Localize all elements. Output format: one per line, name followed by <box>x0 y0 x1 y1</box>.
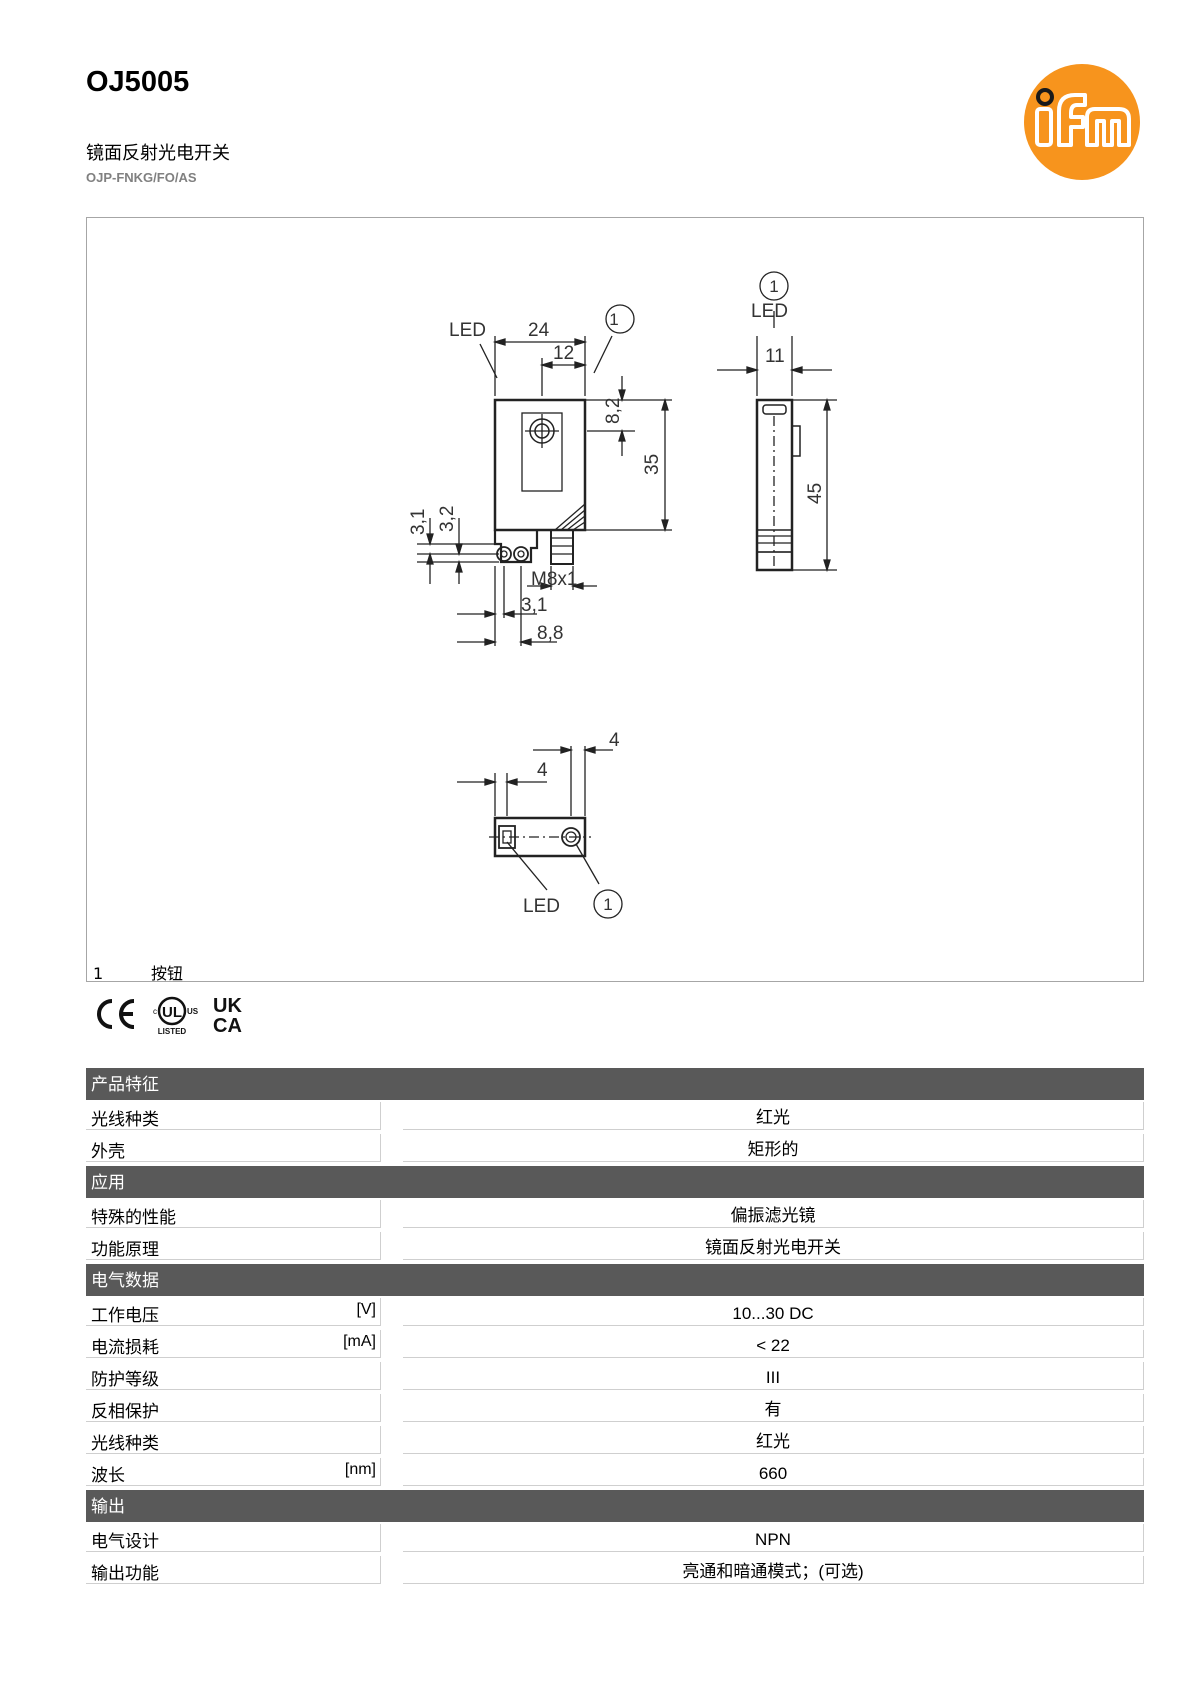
article-code: OJP-FNKG/FO/AS <box>86 170 197 185</box>
dim-24: 24 <box>528 320 550 341</box>
spec-label: 功能原理 <box>91 1240 159 1260</box>
dim-45: 45 <box>805 483 826 504</box>
spec-value: 红光 <box>403 1102 1144 1130</box>
svg-text:US: US <box>187 1007 199 1016</box>
svg-text:UK: UK <box>213 995 242 1017</box>
svg-text:c: c <box>153 1007 157 1016</box>
led-label-side: LED <box>751 301 788 322</box>
legend-number: 1 <box>93 964 104 983</box>
spec-value: 红光 <box>403 1426 1144 1454</box>
spec-value: < 22 <box>403 1330 1144 1358</box>
spec-row: 防护等级 III <box>86 1360 1144 1392</box>
svg-text:UL: UL <box>162 1004 182 1021</box>
spec-value: 偏振滤光镜 <box>403 1200 1144 1228</box>
spec-label: 防护等级 <box>91 1370 159 1390</box>
ul-listed-icon: UL c US LISTED <box>153 996 199 1036</box>
spec-label-cell: 外壳 <box>86 1134 381 1162</box>
dim-8-2: 8,2 <box>603 398 624 424</box>
certification-marks: UL c US LISTED UK CA <box>97 995 242 1037</box>
thread-size: M8x1 <box>531 569 577 590</box>
spec-label: 外壳 <box>91 1142 125 1162</box>
spec-label: 工作电压 <box>91 1306 159 1326</box>
dim-4-left: 4 <box>537 760 548 781</box>
spec-unit: [mA] <box>343 1333 376 1350</box>
spec-row: 工作电压 [V] 10...30 DC <box>86 1296 1144 1328</box>
spec-label-cell: 防护等级 <box>86 1362 381 1390</box>
spec-label-cell: 输出功能 <box>86 1556 381 1584</box>
spec-row: 功能原理 镜面反射光电开关 <box>86 1230 1144 1262</box>
spec-label: 反相保护 <box>91 1402 159 1422</box>
spec-label-cell: 特殊的性能 <box>86 1200 381 1228</box>
spec-label-cell: 光线种类 <box>86 1426 381 1454</box>
spec-row: 电流损耗 [mA] < 22 <box>86 1328 1144 1360</box>
callout-1-top: 1 <box>603 895 612 914</box>
spec-label-cell: 波长 [nm] <box>86 1458 381 1486</box>
section-header: 输出 <box>86 1490 1144 1522</box>
callout-1-side: 1 <box>769 277 778 296</box>
spec-label: 电气设计 <box>91 1532 159 1552</box>
spec-label-cell: 反相保护 <box>86 1394 381 1422</box>
drawing-legend: 1 按钮 <box>93 960 183 984</box>
product-model: OJ5005 <box>86 66 190 98</box>
ifm-logo <box>1024 64 1140 180</box>
led-label-top: LED <box>523 896 560 917</box>
spec-row: 外壳 矩形的 <box>86 1132 1144 1164</box>
callout-1-front: 1 <box>609 310 618 329</box>
spec-label: 光线种类 <box>91 1434 159 1454</box>
section-header: 应用 <box>86 1166 1144 1198</box>
dim-12: 12 <box>553 343 574 364</box>
spec-label: 波长 <box>91 1466 125 1486</box>
spec-unit: [nm] <box>344 1461 376 1478</box>
dim-3-1-bottom: 3,1 <box>521 595 547 616</box>
spec-value: 有 <box>403 1394 1144 1422</box>
spec-row: 反相保护 有 <box>86 1392 1144 1424</box>
spec-row: 光线种类 红光 <box>86 1424 1144 1456</box>
dim-4-right: 4 <box>609 730 620 751</box>
dim-35: 35 <box>642 454 663 475</box>
svg-text:CA: CA <box>213 1015 242 1037</box>
spec-value: NPN <box>403 1524 1144 1552</box>
section-header: 产品特征 <box>86 1068 1144 1100</box>
dim-8-8: 8,8 <box>537 623 563 644</box>
spec-row: 输出功能 亮通和暗通模式；(可选) <box>86 1554 1144 1586</box>
section-header: 电气数据 <box>86 1264 1144 1296</box>
spec-label-cell: 电气设计 <box>86 1524 381 1552</box>
spec-label: 输出功能 <box>91 1564 159 1584</box>
spec-table: 产品特征光线种类红光外壳矩形的应用特殊的性能偏振滤光镜功能原理镜面反射光电开关电… <box>86 1068 1144 1586</box>
spec-row: 光线种类 红光 <box>86 1100 1144 1132</box>
spec-value: 660 <box>403 1458 1144 1486</box>
dim-3-2: 3,2 <box>437 506 458 532</box>
spec-label-cell: 电流损耗 [mA] <box>86 1330 381 1358</box>
svg-text:LISTED: LISTED <box>158 1027 187 1036</box>
spec-row: 特殊的性能 偏振滤光镜 <box>86 1198 1144 1230</box>
spec-label-cell: 光线种类 <box>86 1102 381 1130</box>
spec-unit: [V] <box>356 1301 376 1318</box>
spec-label-cell: 工作电压 [V] <box>86 1298 381 1326</box>
led-label-front: LED <box>449 320 486 341</box>
product-description: 镜面反射光电开关 <box>86 143 230 164</box>
spec-value: 10...30 DC <box>403 1298 1144 1326</box>
spec-value: 矩形的 <box>403 1134 1144 1162</box>
spec-value: III <box>403 1362 1144 1390</box>
technical-drawing-svg: LED 24 12 1 8,2 35 3,1 3,2 M8x1 3,1 8,8 … <box>408 271 837 919</box>
spec-label-cell: 功能原理 <box>86 1232 381 1260</box>
spec-label: 电流损耗 <box>91 1338 159 1358</box>
ukca-mark-icon: UK CA <box>213 995 242 1037</box>
spec-value: 亮通和暗通模式；(可选) <box>403 1556 1144 1584</box>
spec-row: 电气设计 NPN <box>86 1522 1144 1554</box>
dimension-drawing: LED 24 12 1 8,2 35 3,1 3,2 M8x1 3,1 8,8 … <box>86 217 1144 984</box>
dim-3-1-left: 3,1 <box>408 509 429 535</box>
spec-label: 光线种类 <box>91 1110 159 1130</box>
ce-mark-icon <box>97 999 135 1029</box>
spec-value: 镜面反射光电开关 <box>403 1232 1144 1260</box>
legend-text: 按钮 <box>151 964 184 983</box>
spec-row: 波长 [nm] 660 <box>86 1456 1144 1488</box>
dim-11: 11 <box>765 346 785 367</box>
spec-label: 特殊的性能 <box>91 1208 176 1228</box>
